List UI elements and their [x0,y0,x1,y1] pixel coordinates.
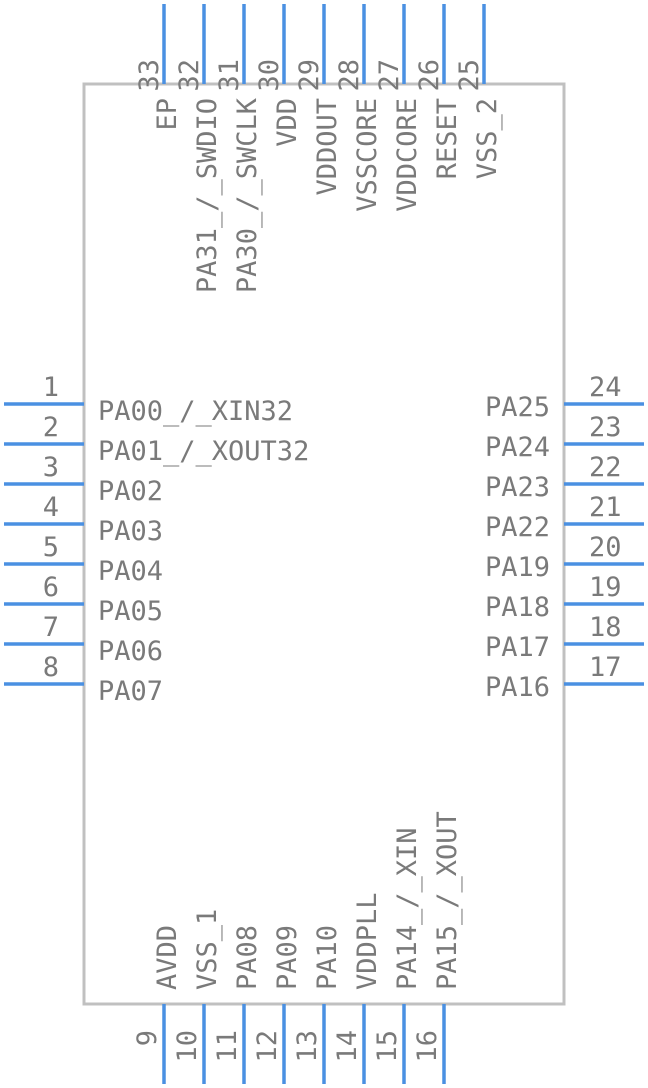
pin-name-26: RESET [432,98,463,179]
pin-number-5: 5 [43,532,59,563]
pin-number-25: 25 [454,59,485,92]
pin-name-13: PA10 [312,925,343,990]
pin-number-11: 11 [212,1030,243,1063]
pin-name-29: VDDOUT [312,98,343,196]
pin-name-32: PA31_/_SWDIO [192,98,223,293]
pin-number-6: 6 [43,572,59,603]
pin-number-14: 14 [332,1030,363,1063]
pin-number-27: 27 [374,59,405,92]
pin-number-26: 26 [414,59,445,92]
pin-number-3: 3 [43,452,59,483]
pin-name-15: PA14_/_XIN [392,827,423,990]
pin-number-13: 13 [292,1030,323,1063]
pin-name-16: PA15_/_XOUT [432,811,463,990]
pin-name-14: VDDPLL [352,892,383,990]
pin-name-1: PA00_/_XIN32 [98,396,293,427]
pin-name-6: PA05 [98,596,163,627]
pin-number-1: 1 [43,372,59,403]
pin-name-4: PA03 [98,516,163,547]
pin-name-12: PA09 [272,925,303,990]
pin-name-7: PA06 [98,636,163,667]
pin-name-21: PA22 [485,512,550,543]
pin-name-17: PA16 [485,672,550,703]
pin-number-10: 10 [172,1030,203,1063]
pin-number-18: 18 [589,612,622,643]
pin-name-20: PA19 [485,552,550,583]
pin-number-33: 33 [134,59,165,92]
pin-name-22: PA23 [485,472,550,503]
pin-name-11: PA08 [232,925,263,990]
pin-number-24: 24 [589,372,622,403]
pin-number-29: 29 [294,59,325,92]
pin-number-2: 2 [43,412,59,443]
pin-number-30: 30 [254,59,285,92]
pin-name-5: PA04 [98,556,163,587]
pin-name-25: VSS_2 [472,98,503,179]
pin-name-23: PA24 [485,432,550,463]
pin-number-19: 19 [589,572,622,603]
pin-number-32: 32 [174,59,205,92]
pin-name-31: PA30_/_SWCLK [232,97,263,293]
pin-number-31: 31 [214,59,245,92]
pin-number-16: 16 [412,1030,443,1063]
pin-number-28: 28 [334,59,365,92]
pin-number-8: 8 [43,652,59,683]
pin-name-33: EP [152,98,183,131]
pin-name-18: PA17 [485,632,550,663]
pin-name-3: PA02 [98,476,163,507]
pin-number-12: 12 [252,1030,283,1063]
pin-number-4: 4 [43,492,59,523]
pin-number-17: 17 [589,652,622,683]
pin-number-23: 23 [589,412,622,443]
pin-name-24: PA25 [485,392,550,423]
pin-name-19: PA18 [485,592,550,623]
pin-name-27: VDDCORE [392,98,423,212]
pin-name-2: PA01_/_XOUT32 [98,436,309,467]
pin-name-30: VDD [272,98,303,147]
pin-name-9: AVDD [152,925,183,990]
pin-number-7: 7 [43,612,59,643]
pin-name-8: PA07 [98,676,163,707]
pin-name-28: VSSCORE [352,98,383,212]
pin-number-9: 9 [132,1030,163,1046]
pin-number-21: 21 [589,492,622,523]
pin-name-10: VSS_1 [192,909,223,990]
pin-number-20: 20 [589,532,622,563]
pin-number-15: 15 [372,1030,403,1063]
pin-number-22: 22 [589,452,622,483]
